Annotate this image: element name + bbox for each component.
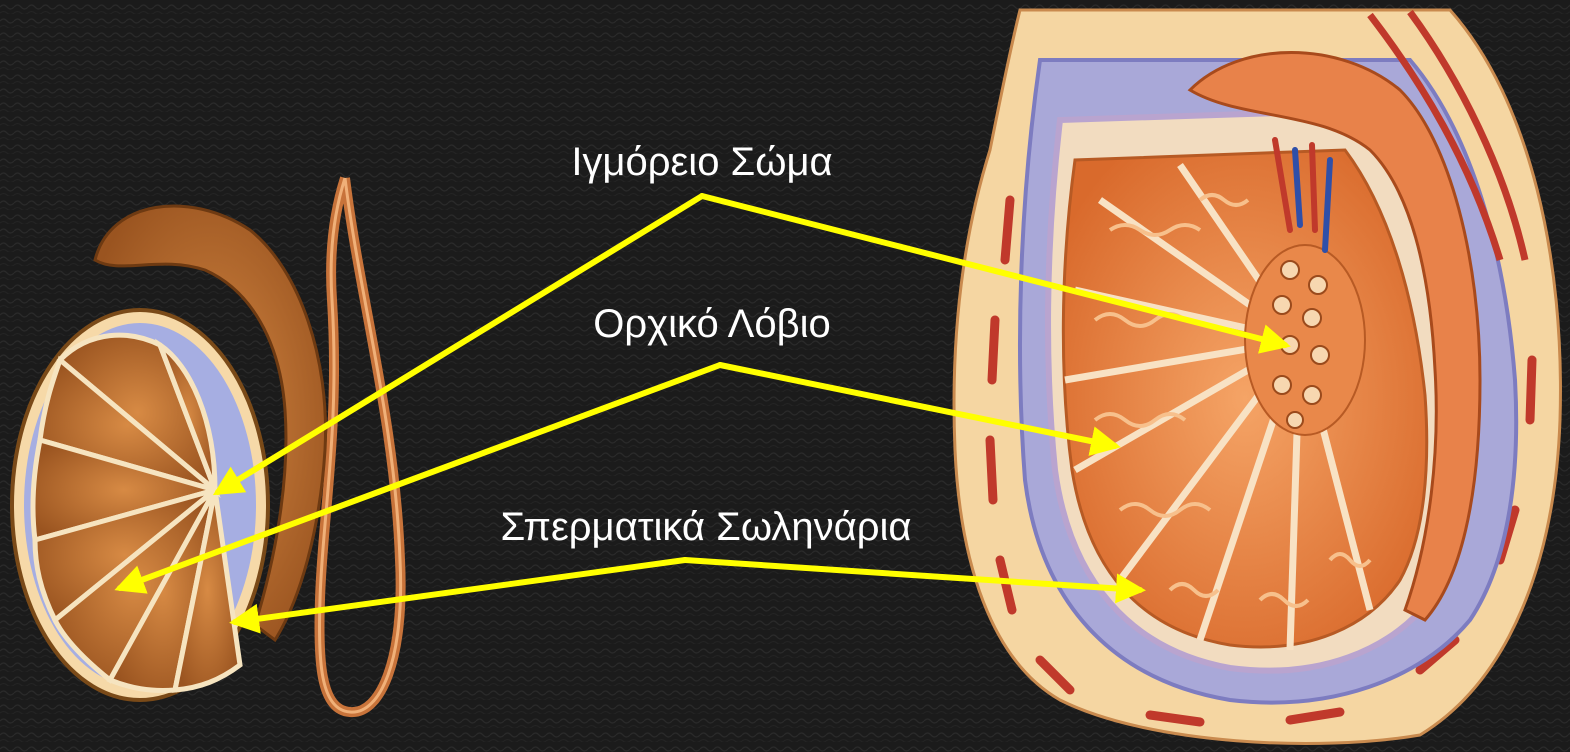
- label-mediastinum: Ιγμόρειο Σώμα: [571, 140, 832, 184]
- testis-cross-section: [954, 10, 1560, 743]
- label-tubules: Σπερματικά Σωληνάρια: [501, 505, 912, 549]
- label-lobule: Ορχικό Λόβιο: [593, 302, 831, 346]
